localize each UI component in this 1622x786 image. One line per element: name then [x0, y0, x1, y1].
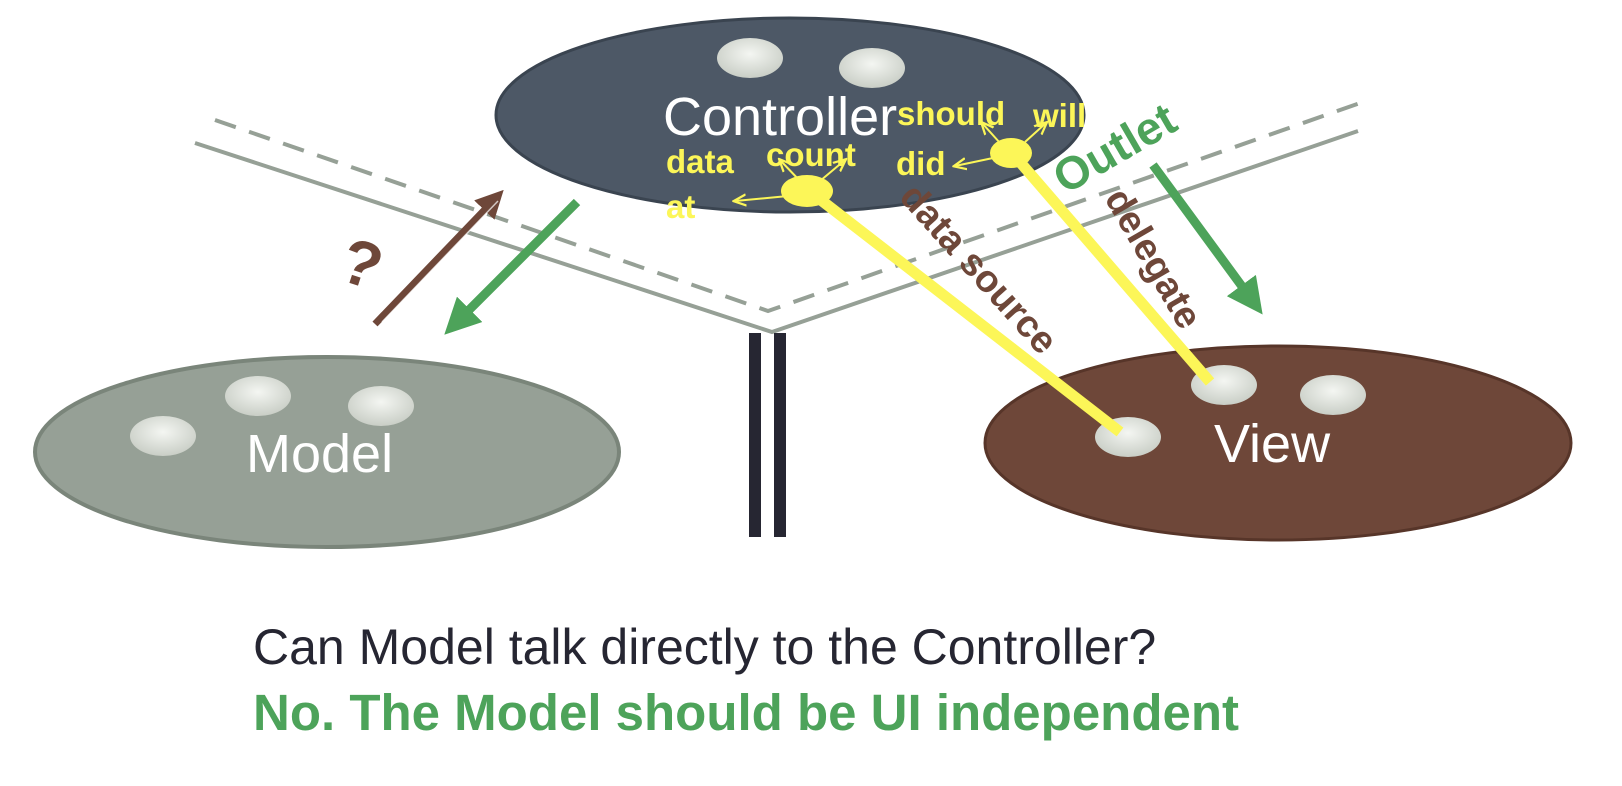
outlet-arrow [1149, 162, 1263, 315]
controller-object-2 [839, 48, 905, 88]
controller-node: Controller [494, 16, 1086, 214]
view-label: View [1214, 414, 1331, 474]
delegate-connector [1008, 150, 1215, 386]
double-divider [749, 333, 786, 537]
question-mark: ? [332, 224, 391, 305]
model-object-3 [130, 416, 196, 456]
controller-label: Controller [663, 87, 897, 147]
model-to-controller-arrow-highlight [381, 200, 499, 323]
caption-answer: No. The Model should be UI independent [253, 684, 1239, 741]
word-count: count [766, 136, 856, 173]
view-object-2 [1300, 375, 1366, 415]
caption-question: Can Model talk directly to the Controlle… [253, 619, 1157, 675]
delegate-dot [990, 138, 1032, 168]
lane-lines [194, 101, 1361, 335]
model-node: Model [33, 355, 621, 549]
word-data: data [666, 143, 735, 180]
solid-lane-line [194, 129, 1359, 335]
data-source-dot [781, 175, 833, 207]
word-should: should [897, 95, 1005, 132]
data-source-connector [804, 185, 1124, 437]
word-did: did [896, 145, 945, 182]
model-object-1 [225, 376, 291, 416]
controller-object-1 [717, 38, 783, 78]
model-label: Model [246, 424, 393, 484]
dashed-lane-line [214, 101, 1361, 314]
word-will: will [1032, 97, 1086, 134]
controller-protocol-hints [735, 123, 1046, 207]
controller-method-words: should will did data at count [666, 95, 1086, 225]
model-object-2 [348, 386, 414, 426]
model-to-controller-arrow [372, 189, 504, 327]
word-at: at [666, 188, 695, 225]
view-node: View [983, 344, 1573, 542]
controller-to-model-arrow [444, 198, 581, 335]
